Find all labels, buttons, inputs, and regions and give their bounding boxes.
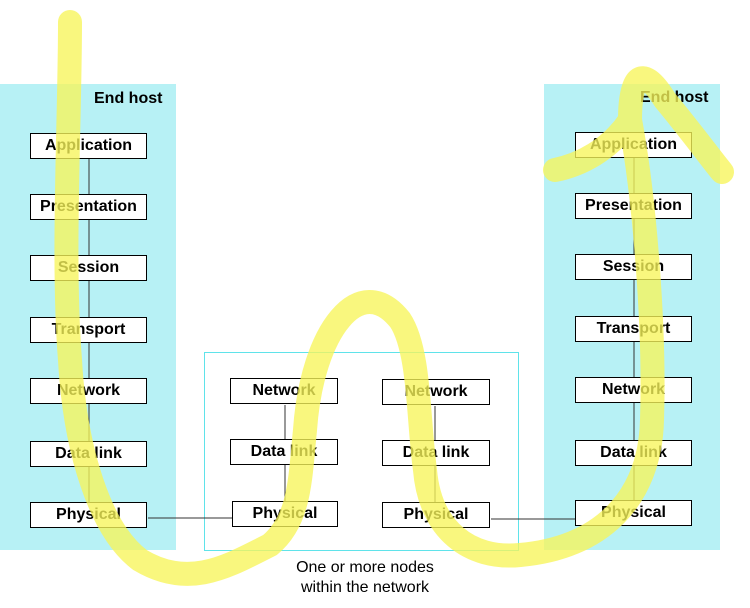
highlighter-stroke: [54, 10, 734, 586]
right-layer-session: Session: [575, 254, 692, 280]
nodes-caption: One or more nodes within the network: [270, 558, 460, 598]
left-layer-network: Network: [30, 378, 147, 404]
left-host-title: End host: [94, 90, 163, 107]
nodes-caption-line1: One or more nodes: [296, 559, 434, 576]
right-layer-network: Network: [575, 377, 692, 403]
network-nodes-box: [204, 352, 519, 551]
nodes-caption-line2: within the network: [300, 579, 430, 596]
